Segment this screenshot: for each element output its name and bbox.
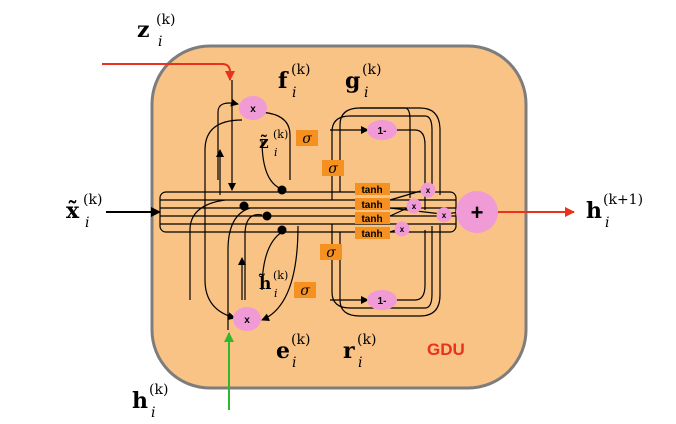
label-z-input: z (k) i — [137, 12, 175, 50]
svg-text:σ: σ — [328, 161, 338, 177]
svg-text:i: i — [292, 355, 296, 371]
svg-text:tanh: tanh — [361, 200, 382, 211]
svg-text:(k): (k) — [362, 62, 381, 78]
svg-text:tanh: tanh — [361, 185, 382, 196]
svg-text:f: f — [278, 68, 289, 94]
svg-text:i: i — [85, 215, 89, 231]
svg-text:i: i — [158, 34, 162, 50]
plus-node: + — [456, 191, 498, 233]
svg-text:x: x — [442, 211, 447, 220]
svg-text:(k): (k) — [149, 382, 168, 398]
svg-text:z: z — [137, 17, 150, 43]
svg-text:(k): (k) — [156, 12, 175, 28]
svg-text:(k): (k) — [357, 332, 376, 348]
tanh-box-2: tanh — [355, 198, 390, 211]
label-g: g (k) i — [345, 62, 381, 101]
svg-text:1-: 1- — [378, 296, 387, 307]
mult-node-3: x — [436, 207, 452, 223]
label-z-tilde: z̃ (k) i — [259, 128, 288, 159]
junction-dot — [277, 185, 287, 195]
svg-text:(k): (k) — [291, 62, 310, 78]
junction-dot — [239, 201, 249, 211]
svg-text:x: x — [426, 186, 431, 195]
tanh-box-1: tanh — [355, 183, 390, 196]
svg-text:(k): (k) — [273, 269, 288, 282]
junction-dots — [239, 185, 287, 235]
svg-text:σ: σ — [326, 245, 336, 261]
svg-text:z̃: z̃ — [259, 133, 269, 153]
label-h-input: h (k) i — [132, 382, 168, 421]
svg-text:tanh: tanh — [361, 214, 382, 225]
svg-text:x̃: x̃ — [66, 198, 80, 224]
label-e: e (k) i — [276, 332, 310, 371]
sigma-box-g: σ — [322, 160, 344, 177]
svg-text:σ: σ — [300, 283, 310, 299]
svg-text:i: i — [292, 85, 296, 101]
svg-text:σ: σ — [302, 131, 312, 147]
svg-text:h: h — [132, 388, 148, 414]
label-h-output: h (k+1) i — [586, 192, 643, 231]
junction-dot — [277, 225, 287, 235]
one-minus-node-bottom: 1- — [367, 290, 397, 310]
svg-text:h: h — [586, 198, 602, 224]
svg-text:x: x — [400, 225, 405, 234]
svg-text:e: e — [276, 338, 290, 364]
svg-text:i: i — [364, 85, 368, 101]
svg-text:g: g — [345, 68, 360, 94]
right-loops — [330, 107, 461, 317]
mult-label: x — [250, 104, 256, 115]
svg-text:(k+1): (k+1) — [603, 192, 643, 208]
svg-text:r: r — [343, 338, 355, 364]
mult-node-2: x — [406, 198, 422, 214]
label-x-input: x̃ (k) i — [66, 192, 102, 231]
svg-text:(k): (k) — [83, 192, 102, 208]
svg-text:i: i — [274, 146, 278, 159]
svg-text:(k): (k) — [273, 128, 288, 141]
svg-text:tanh: tanh — [361, 229, 382, 240]
svg-text:i: i — [151, 405, 155, 421]
tanh-box-3: tanh — [355, 212, 390, 225]
tanh-box-4: tanh — [355, 227, 390, 240]
label-f: f (k) i — [278, 62, 310, 101]
sigma-box-z: σ — [296, 130, 318, 147]
junction-dot — [262, 211, 272, 221]
svg-text:x: x — [412, 202, 417, 211]
label-h-tilde: h̃ (k) i — [258, 269, 288, 300]
sigma-box-h: σ — [294, 282, 316, 299]
mult-node-top: x — [239, 96, 267, 120]
mult-node-bottom: x — [233, 307, 261, 331]
mult-label: x — [244, 315, 250, 326]
svg-text:h̃: h̃ — [258, 274, 271, 294]
sigma-box-r: σ — [320, 244, 342, 261]
z-input-arrow — [102, 63, 235, 81]
svg-text:i: i — [605, 215, 609, 231]
svg-text:i: i — [358, 355, 362, 371]
mult-node-4: x — [394, 221, 410, 237]
gdu-title: GDU — [427, 340, 465, 359]
svg-text:1-: 1- — [378, 126, 387, 137]
label-r: r (k) i — [343, 332, 376, 371]
one-minus-node-top: 1- — [367, 120, 397, 140]
svg-text:+: + — [471, 200, 484, 225]
svg-text:i: i — [274, 287, 278, 300]
svg-text:(k): (k) — [291, 332, 310, 348]
mult-node-1: x — [420, 182, 436, 198]
